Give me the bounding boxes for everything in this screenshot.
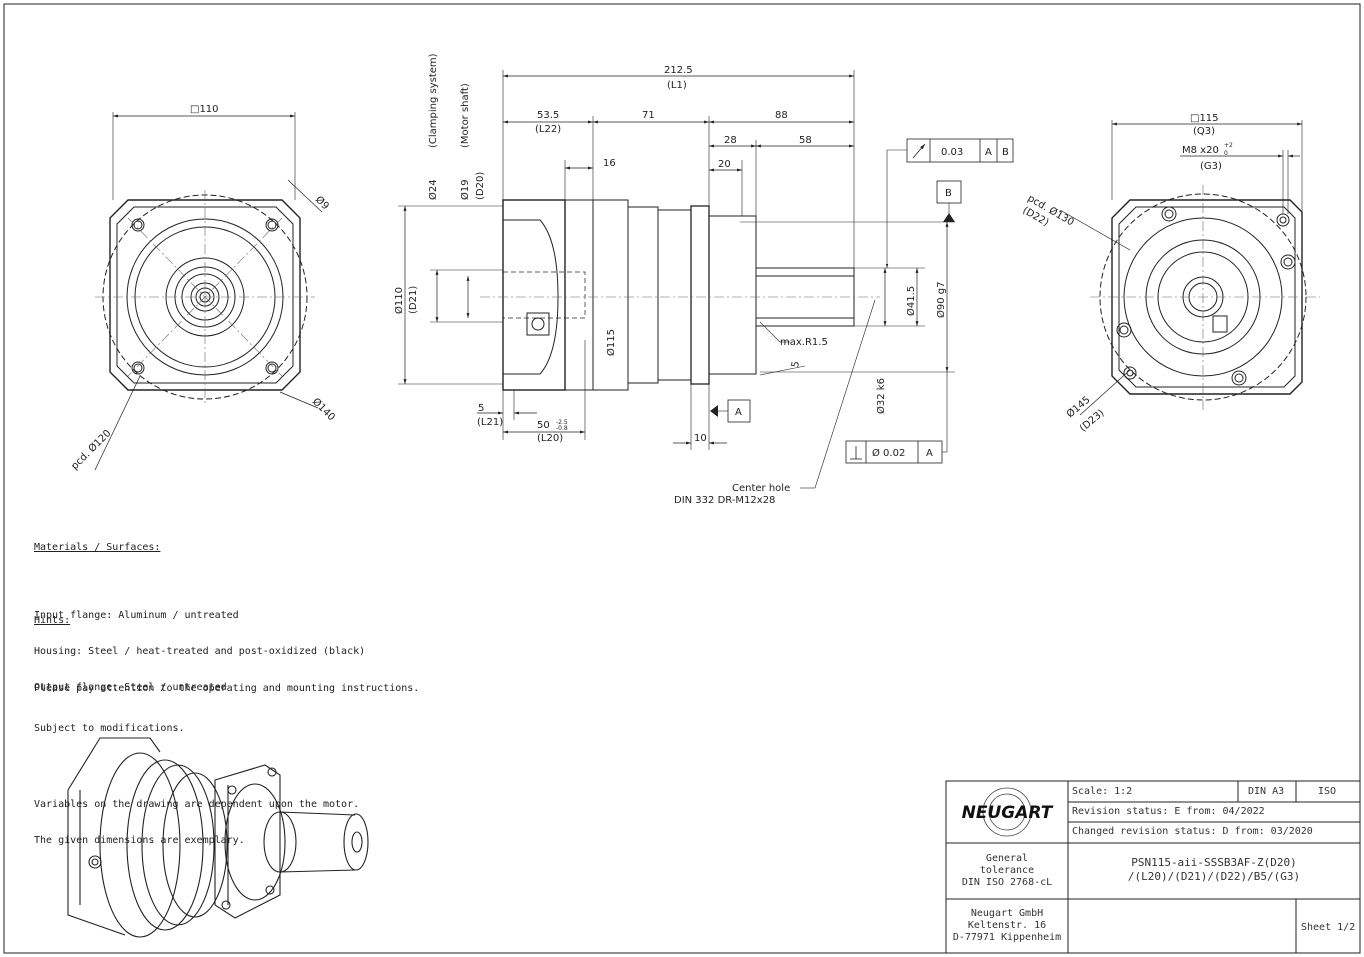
revision-status: Revision status: E from: 04/2022 bbox=[1072, 806, 1265, 817]
dim-L21-value: 5 bbox=[478, 403, 484, 414]
rear-Q3: (Q3) bbox=[1193, 126, 1215, 137]
center-hole-2: DIN 332 DR-M12x28 bbox=[674, 495, 775, 506]
front-hole-dim: Ø9 bbox=[313, 194, 332, 213]
datum-b-label: B bbox=[945, 188, 952, 199]
rear-thread: M8 x20 bbox=[1182, 145, 1219, 156]
sheet-border bbox=[3, 3, 1361, 954]
datum-a-label: A bbox=[735, 407, 742, 418]
motor-shaft-label: (Motor shaft) bbox=[460, 83, 471, 148]
materials-notes: Materials / Surfaces: Input flange: Alum… bbox=[34, 518, 365, 706]
dim-16: 16 bbox=[603, 158, 616, 169]
dim-d115: Ø115 bbox=[605, 329, 617, 356]
format: DIN A3 bbox=[1248, 786, 1285, 797]
dim-28: 28 bbox=[724, 135, 737, 146]
materials-line-3: Output flange: Steel / untreated bbox=[34, 682, 227, 693]
dim-L20-tol-dn: -0.8 bbox=[556, 425, 568, 432]
hints-line-2: Subject to modifications. bbox=[34, 723, 185, 734]
title-block-grid bbox=[945, 780, 1361, 954]
dim-d32: Ø32 k6 bbox=[875, 378, 887, 414]
rear-square-dim: □115 bbox=[1190, 113, 1219, 124]
runout-ref-b: B bbox=[1002, 147, 1009, 158]
dim-20: 20 bbox=[718, 159, 731, 170]
hints-line-1: Please pay attention to the operating an… bbox=[34, 683, 420, 694]
center-hole-1: Center hole bbox=[732, 483, 790, 494]
materials-line-1: Input flange: Aluminum / untreated bbox=[34, 610, 239, 621]
radius-note: max.R1.5 bbox=[780, 337, 828, 348]
clamping-label: (Clamping system) bbox=[428, 53, 439, 148]
front-outer-dim: Ø140 bbox=[310, 396, 338, 424]
front-square-dim: □110 bbox=[190, 104, 219, 115]
dim-d110: Ø110 bbox=[393, 287, 405, 314]
scale: Scale: 1:2 bbox=[1072, 786, 1133, 797]
variables-line-1: Variables on the drawing are dependent u… bbox=[34, 799, 360, 810]
rear-view bbox=[1059, 120, 1320, 416]
tolerance-2: tolerance bbox=[979, 865, 1035, 876]
variables-line-2: The given dimensions are exemplary. bbox=[34, 835, 245, 846]
dim-L1-label: (L1) bbox=[667, 80, 687, 91]
side-view bbox=[398, 70, 1014, 489]
rear-thread-sub: 0 bbox=[1224, 150, 1228, 157]
company-2: Keltenstr. 16 bbox=[967, 920, 1047, 931]
standard: ISO bbox=[1318, 786, 1337, 797]
runout-ref-a: A bbox=[985, 147, 992, 158]
dim-71: 71 bbox=[642, 110, 655, 121]
dim-L1-value: 212.5 bbox=[664, 65, 693, 76]
dim-d90: Ø90 g7 bbox=[935, 282, 947, 318]
company-1: Neugart GmbH bbox=[970, 908, 1044, 919]
front-pcd-dim: pcd. Ø120 bbox=[69, 427, 114, 472]
logo-gear-icon bbox=[982, 787, 1032, 837]
dim-D20: (D20) bbox=[475, 172, 486, 200]
materials-title: Materials / Surfaces: bbox=[34, 542, 161, 553]
dim-L22-value: 53.5 bbox=[537, 110, 559, 121]
dim-d24: Ø24 bbox=[427, 179, 439, 200]
dim-L20-tol-up: -2.5 bbox=[556, 419, 568, 426]
dim-d19: Ø19 bbox=[459, 179, 471, 200]
dim-88: 88 bbox=[775, 110, 788, 121]
dim-L20-value: 50 bbox=[537, 420, 550, 431]
runout-value: 0.03 bbox=[941, 147, 963, 158]
part-number-2: /(L20)/(D21)/(D22)/B5/(G3) bbox=[1127, 870, 1301, 883]
perp-ref: A bbox=[926, 448, 933, 459]
rear-G3: (G3) bbox=[1200, 161, 1222, 172]
tolerance-3: DIN ISO 2768-cL bbox=[961, 877, 1053, 888]
dim-L21-label: (L21) bbox=[477, 417, 503, 428]
logo: NEUGART bbox=[962, 803, 1054, 823]
front-view bbox=[94, 112, 323, 471]
sheet-number: Sheet 1/2 bbox=[1301, 922, 1356, 933]
hints-title: Hints: bbox=[34, 615, 71, 626]
isometric-view bbox=[67, 737, 369, 938]
tolerance-1: General bbox=[985, 853, 1029, 864]
dim-10: 10 bbox=[694, 433, 707, 444]
dim-L22-label: (L22) bbox=[535, 124, 561, 135]
perp-value: Ø 0.02 bbox=[872, 447, 905, 459]
changed-revision-status: Changed revision status: D from: 03/2020 bbox=[1072, 826, 1313, 837]
dim-D21: (D21) bbox=[408, 286, 419, 314]
angle-5: 5 bbox=[790, 360, 802, 368]
materials-line-2: Housing: Steel / heat-treated and post-o… bbox=[34, 646, 366, 657]
company-3: D-77971 Kippenheim bbox=[952, 932, 1062, 943]
rear-thread-sup: +2 bbox=[1224, 142, 1233, 149]
part-number-1: PSN115-aii-SSSB3AF-Z(D20) bbox=[1131, 856, 1297, 869]
dim-58: 58 bbox=[799, 135, 812, 146]
hints-notes: Hints: Please pay attention to the opera… bbox=[34, 591, 419, 859]
dim-d41: Ø41.5 bbox=[905, 286, 917, 316]
dim-L20-label: (L20) bbox=[537, 433, 563, 444]
